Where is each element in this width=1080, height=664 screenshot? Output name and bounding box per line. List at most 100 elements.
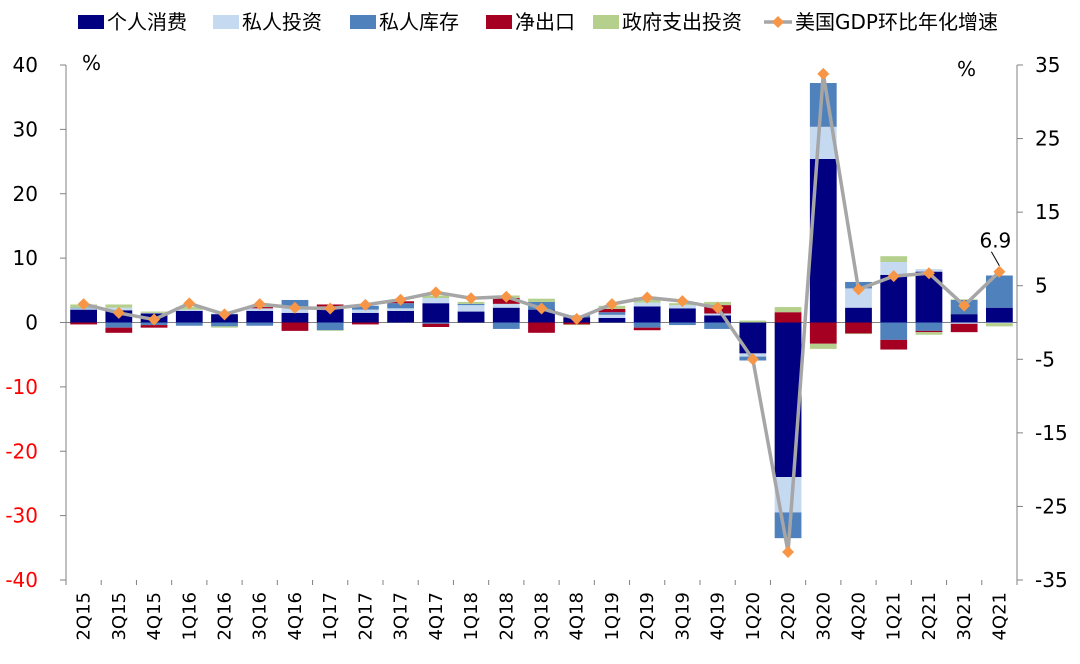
x-tick-label: 3Q21: [954, 592, 975, 641]
x-tick-label: 3Q15: [109, 592, 130, 641]
bar-segment: [316, 322, 344, 331]
legend-swatch: [486, 15, 512, 29]
left-axis-unit: %: [82, 51, 101, 75]
bar-segment: [105, 304, 133, 308]
left-tick-label: 30: [13, 117, 38, 141]
legend: 个人消费私人投资私人库存净出口政府支出投资美国GDP环比年化增速: [78, 10, 998, 34]
left-tick-label: -40: [5, 568, 38, 592]
bar-segment: [352, 312, 379, 323]
x-tick-label: 3Q18: [532, 592, 553, 641]
bar-segment: [457, 311, 485, 323]
right-tick-label: 35: [1035, 53, 1060, 77]
bar-segment: [598, 308, 626, 313]
gdp-point: [958, 299, 971, 312]
legend-swatch: [350, 15, 376, 29]
x-tick-label: 4Q15: [144, 592, 165, 641]
bar-segment: [633, 327, 661, 331]
bar-segment: [704, 322, 731, 329]
x-tick-label: 3Q16: [250, 592, 271, 641]
bar-segment: [739, 322, 767, 354]
gdp-point: [500, 290, 513, 303]
x-tick-label: 1Q16: [179, 592, 200, 641]
bar-segment: [950, 322, 978, 324]
x-tick-label: 1Q20: [743, 592, 764, 641]
left-tick-label: -20: [5, 439, 38, 463]
bar-segment: [669, 322, 696, 326]
bar-segment: [986, 322, 1013, 324]
bar-segment: [316, 308, 344, 323]
x-tick-label: 2Q15: [74, 592, 95, 641]
bar-segment: [915, 322, 943, 331]
bar-segment: [175, 309, 203, 311]
gdp-point: [993, 265, 1006, 278]
bar-segment: [140, 312, 168, 314]
right-tick-label: 25: [1035, 127, 1060, 151]
bar-segment: [211, 322, 238, 327]
bar-segment: [633, 302, 661, 307]
bar-segment: [422, 322, 450, 324]
legend-label: 私人库存: [379, 10, 459, 34]
bar-segment: [950, 314, 978, 323]
bar-segment: [950, 323, 978, 333]
x-tick-label: 2Q17: [355, 592, 376, 641]
bar-segment: [809, 343, 837, 349]
gdp-point: [852, 283, 865, 296]
gdp-point: [429, 286, 442, 299]
bar-segment: [880, 261, 908, 275]
left-tick-label: -30: [5, 504, 38, 528]
gdp-point: [817, 67, 830, 80]
annotation-label: 6.9: [979, 229, 1011, 253]
right-axis-unit: %: [957, 57, 976, 81]
legend-label: 个人消费: [107, 10, 187, 34]
annotation-leader: [990, 251, 1000, 266]
gdp-point: [605, 298, 618, 311]
bar-segment: [598, 317, 626, 323]
bar-segment: [739, 320, 767, 323]
x-tick-label: 1Q18: [461, 592, 482, 641]
gdp-point: [148, 313, 161, 326]
x-tick-label: 2Q20: [778, 592, 799, 641]
bar-segment: [387, 303, 414, 309]
bar-segment: [316, 330, 344, 331]
x-tick-label: 4Q17: [426, 592, 447, 641]
bar-segment: [246, 322, 274, 326]
labels-group: -40-30-20-10010203040-35-25-15-55152535%…: [5, 51, 1067, 641]
x-tick-label: 1Q21: [884, 592, 905, 641]
bar-segment: [352, 309, 379, 313]
left-tick-label: 40: [13, 53, 38, 77]
x-tick-label: 2Q19: [637, 592, 658, 641]
bar-segment: [70, 309, 97, 323]
x-tick-label: 2Q18: [496, 592, 517, 641]
bar-segment: [774, 322, 802, 477]
legend-label: 政府支出投资: [622, 10, 742, 34]
bar-segment: [669, 308, 696, 323]
left-tick-label: 10: [13, 246, 38, 270]
gdp-point: [535, 302, 548, 315]
legend-swatch: [78, 15, 104, 29]
gdp-line-group: [77, 67, 1006, 559]
legend-swatch: [593, 15, 619, 29]
right-tick-label: 5: [1035, 274, 1048, 298]
bar-segment: [915, 332, 943, 335]
right-tick-label: -35: [1035, 568, 1068, 592]
gdp-point: [570, 312, 583, 325]
bar-segment: [492, 307, 520, 323]
bar-segment: [774, 312, 802, 323]
bar-segment: [492, 303, 520, 308]
bar-segment: [986, 323, 1013, 327]
right-tick-label: -25: [1035, 494, 1068, 518]
gdp-point: [746, 353, 759, 366]
bar-segment: [986, 307, 1013, 323]
bar-segment: [457, 303, 485, 306]
bar-segment: [809, 322, 837, 344]
gdp-point: [324, 302, 337, 315]
bar-segment: [492, 322, 520, 329]
gdp-point: [782, 546, 795, 559]
bars-group: [70, 83, 1013, 539]
left-tick-label: 0: [25, 311, 38, 335]
bar-segment: [633, 322, 661, 328]
x-tick-label: 1Q19: [602, 592, 623, 641]
gdp-point: [676, 295, 689, 308]
bar-segment: [704, 313, 731, 316]
right-tick-label: -5: [1035, 347, 1055, 371]
